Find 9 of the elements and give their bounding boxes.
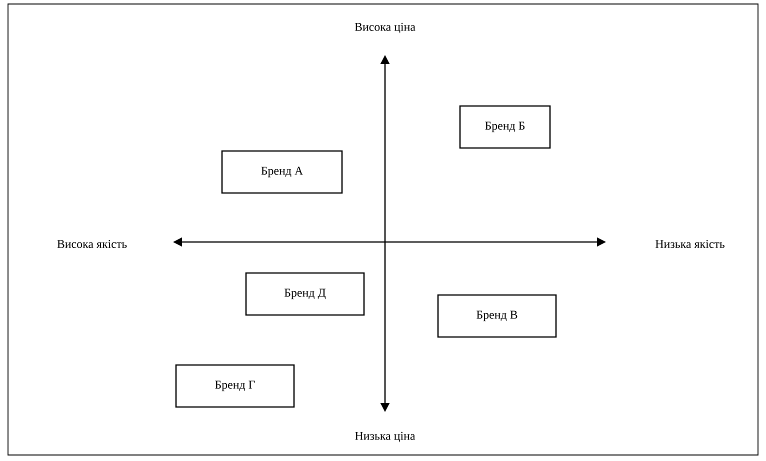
axis-label: Низька якість bbox=[655, 240, 724, 248]
axis-label: Висока якість bbox=[57, 240, 127, 248]
brand-box: Бренд А bbox=[221, 150, 343, 194]
axis-label: Низька ціна bbox=[355, 432, 416, 442]
brand-box: Бренд Г bbox=[175, 364, 295, 408]
axis-label: Висока ціна bbox=[354, 22, 416, 34]
brand-box: Бренд Д bbox=[245, 272, 365, 316]
brand-box: Бренд В bbox=[437, 294, 557, 338]
brand-box: Бренд Б bbox=[459, 105, 551, 149]
